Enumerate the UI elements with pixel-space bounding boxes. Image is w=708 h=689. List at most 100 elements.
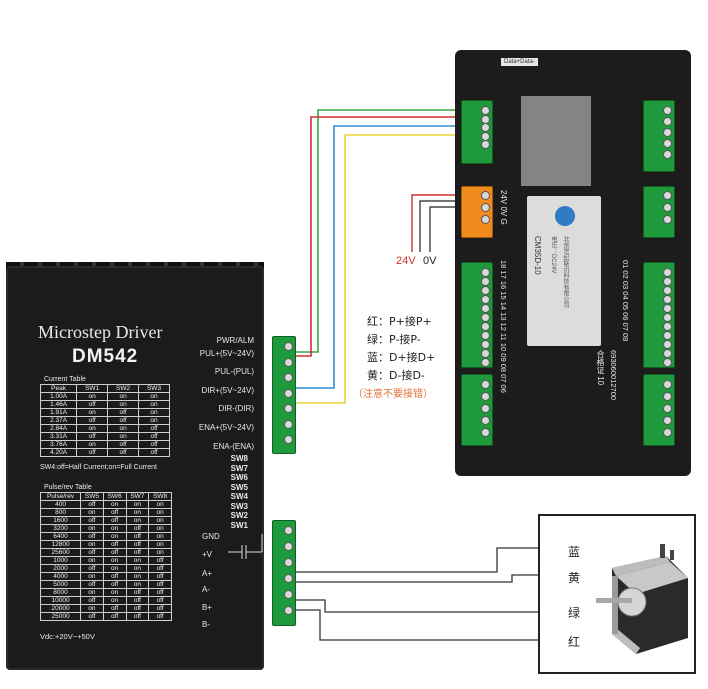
table-cell: on xyxy=(138,392,170,401)
table-cell: 3.76A xyxy=(39,440,78,449)
terminal-screw-icon xyxy=(663,392,672,401)
table-cell: on xyxy=(102,556,127,565)
table-cell: off xyxy=(80,596,104,605)
sticker-model: CM35D-10 xyxy=(533,236,542,275)
table-cell: off xyxy=(125,612,150,621)
wiring-note-blue: 蓝：D+接D+ xyxy=(367,351,436,364)
terminal-screw-icon xyxy=(663,313,672,322)
terminal-screw-icon xyxy=(284,606,293,615)
table-cell: on xyxy=(125,500,150,509)
table-header-cell: SW3 xyxy=(138,384,170,393)
table-cell: off xyxy=(138,448,170,457)
table-header-cell: SW2 xyxy=(107,384,140,393)
vdc-label: Vdc:+20V~+50V xyxy=(40,632,95,641)
table-cell: on xyxy=(107,400,140,409)
table-cell: off xyxy=(107,408,140,417)
controller-label-top: Data+Data- xyxy=(501,58,538,66)
table-cell: off xyxy=(107,448,140,457)
table-cell: 5000 xyxy=(39,580,82,589)
sticker-line-2: 北京世纪联讯科技有限公司 xyxy=(562,236,568,308)
switch-label: SW5 xyxy=(230,482,248,492)
terminal-screw-icon xyxy=(663,128,672,137)
table-cell: 4.20A xyxy=(39,448,78,457)
terminal-screw-icon xyxy=(481,349,490,358)
table-cell: off xyxy=(125,524,150,533)
table-cell: on xyxy=(138,416,170,425)
table-cell: off xyxy=(102,516,127,525)
table-cell: on xyxy=(102,524,127,533)
signal-label: ENA-(ENA) xyxy=(213,442,254,451)
table-cell: off xyxy=(125,596,150,605)
table-cell: 6400 xyxy=(39,532,82,541)
terminal-screw-icon xyxy=(481,304,490,313)
output-pin-labels: 01 02 03 04 05 06 07 08 xyxy=(621,260,630,342)
table-cell: 1.46A xyxy=(39,400,78,409)
table-cell: 20000 xyxy=(39,604,82,613)
table-cell: off xyxy=(76,416,109,425)
signal-label: PUL+(5V~24V) xyxy=(199,349,254,358)
terminal-screw-icon xyxy=(284,404,293,413)
table-cell: on xyxy=(80,524,104,533)
table-cell: 2.84A xyxy=(39,424,78,433)
pulse-table-title: Pulse/rev Table xyxy=(44,484,92,491)
power-pin-labels: 24V 0V G xyxy=(499,190,508,225)
table-cell: off xyxy=(76,400,109,409)
table-cell: on xyxy=(148,508,172,517)
table-cell: off xyxy=(102,612,127,621)
table-cell: off xyxy=(80,516,104,525)
cert-label: 合格证 10 xyxy=(596,350,605,386)
table-header-cell: SW8 xyxy=(148,492,172,501)
table-cell: 10000 xyxy=(39,596,82,605)
controller-upper-label xyxy=(521,96,591,186)
table-cell: on xyxy=(125,516,150,525)
terminal-screw-icon xyxy=(663,331,672,340)
motor-wire-yellow: 黄 xyxy=(568,571,581,585)
serial-number: 693060012700 xyxy=(609,350,618,401)
table-cell: off xyxy=(102,572,127,581)
terminal-screw-icon xyxy=(284,590,293,599)
table-cell: off xyxy=(138,432,170,441)
table-cell: off xyxy=(148,564,172,573)
terminal-screw-icon xyxy=(284,526,293,535)
switch-label: SW3 xyxy=(230,501,248,511)
table-cell: 1000 xyxy=(39,556,82,565)
table-cell: off xyxy=(148,580,172,589)
terminal-screw-icon xyxy=(481,313,490,322)
terminal-screw-icon xyxy=(284,373,293,382)
wire-motor-3 xyxy=(296,599,545,613)
table-cell: off xyxy=(148,588,172,597)
terminal-screw-icon xyxy=(663,380,672,389)
signal-label: ENA+(5V~24V) xyxy=(198,423,254,432)
table-cell: off xyxy=(138,424,170,433)
table-cell: off xyxy=(80,564,104,573)
terminal-screw-icon xyxy=(663,349,672,358)
table-cell: on xyxy=(148,540,172,549)
terminal-screw-icon xyxy=(663,268,672,277)
wire-motor-4 xyxy=(296,609,545,641)
table-cell: on xyxy=(125,508,150,517)
label-24v: 24V xyxy=(396,255,416,267)
table-cell: off xyxy=(102,508,127,517)
table-cell: off xyxy=(125,588,150,597)
table-cell: on xyxy=(125,572,150,581)
table-cell: 25000 xyxy=(39,612,82,621)
table-cell: on xyxy=(80,508,104,517)
terminal-screw-icon xyxy=(481,404,490,413)
motor-wire-blue: 蓝 xyxy=(568,545,581,559)
terminal-screw-icon xyxy=(663,277,672,286)
table-cell: on xyxy=(107,432,140,441)
terminal-screw-icon xyxy=(284,419,293,429)
